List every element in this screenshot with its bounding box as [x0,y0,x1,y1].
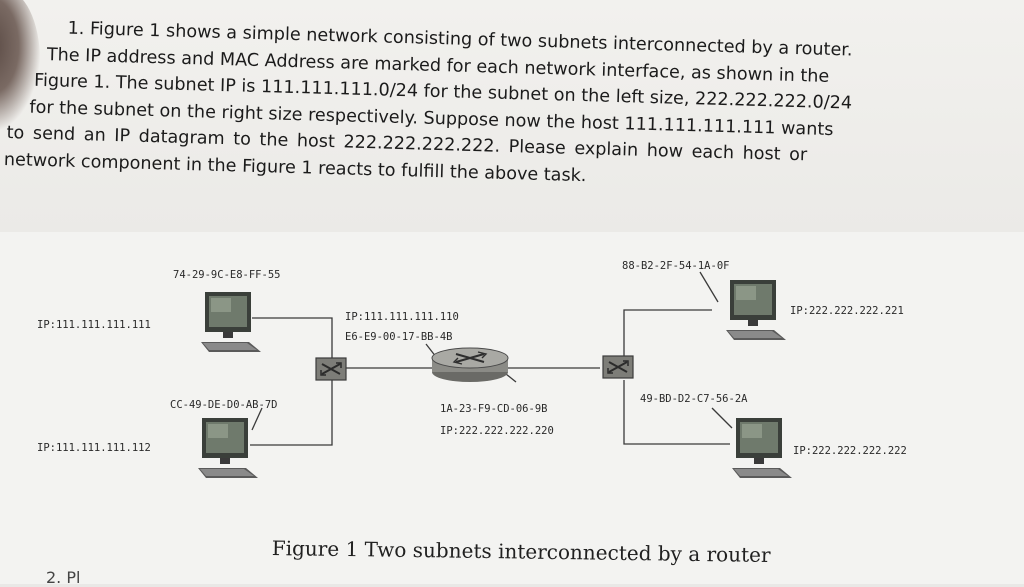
paper-top [0,0,1024,232]
question-text: 1. Figure 1 shows a simple network consi… [4,14,1018,201]
host-top-left-ip: IP:111.111.111.111 [37,319,151,331]
host-bottom-right-mac: 49-BD-D2-C7-56-2A [640,393,748,405]
host-top-right-pc-icon [726,280,786,340]
next-question-fragment: 2. Pl [46,568,81,587]
paper-bottom [0,232,1024,584]
router-right-ip: IP:222.222.222.220 [440,425,554,437]
host-top-left-pc-icon [201,292,261,352]
host-top-right-ip: IP:222.222.222.221 [790,305,904,317]
host-bottom-left-pc-icon [198,418,258,478]
host-bottom-left-ip: IP:111.111.111.112 [37,442,151,454]
right-switch-icon [602,355,634,379]
host-top-right-mac: 88-B2-2F-54-1A-0F [622,260,729,272]
router-right-mac: 1A-23-F9-CD-06-9B [440,403,547,415]
network-links [250,271,733,446]
host-bottom-right-ip: IP:222.222.222.222 [793,445,907,457]
router-left-ip: IP:111.111.111.110 [345,311,459,323]
host-bottom-left-mac: CC-49-DE-D0-AB-7D [170,399,277,411]
router-left-mac: E6-E9-00-17-BB-4B [345,331,452,343]
network-diagram: 74-29-9C-E8-FF-55 IP:111.111.111.111 CC-… [37,260,907,478]
host-bottom-right-pc-icon [732,418,792,478]
host-top-left-mac: 74-29-9C-E8-FF-55 [173,269,280,281]
router-icon [431,347,509,382]
left-switch-icon [315,357,347,381]
